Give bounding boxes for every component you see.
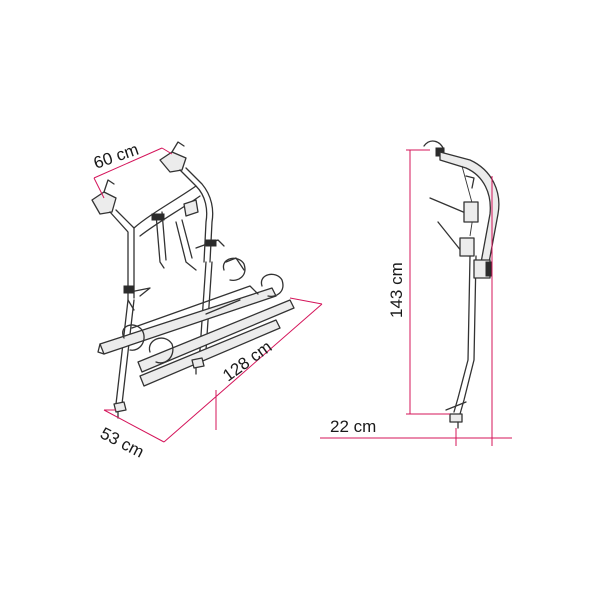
center-clamps [151, 199, 225, 271]
upper-frame [109, 167, 214, 311]
rack-feet [113, 357, 205, 419]
dim-line-128cm [163, 303, 323, 443]
dim-line-60cm [93, 147, 163, 179]
top-mount-hook-right [159, 141, 187, 173]
dimension-lines-right [320, 149, 512, 446]
rack-side-view [423, 140, 500, 429]
wheel-straps [122, 257, 284, 364]
wheel-rail-back [139, 319, 281, 387]
rack-perspective-view [91, 141, 295, 419]
dim-label-offset-side: 22 cm [330, 417, 376, 436]
dim-label-height-total: 143 cm [387, 262, 406, 318]
wheel-rail-middle [137, 299, 295, 373]
dimension-lines-left [93, 147, 323, 443]
dim-line-53cm [103, 409, 165, 443]
